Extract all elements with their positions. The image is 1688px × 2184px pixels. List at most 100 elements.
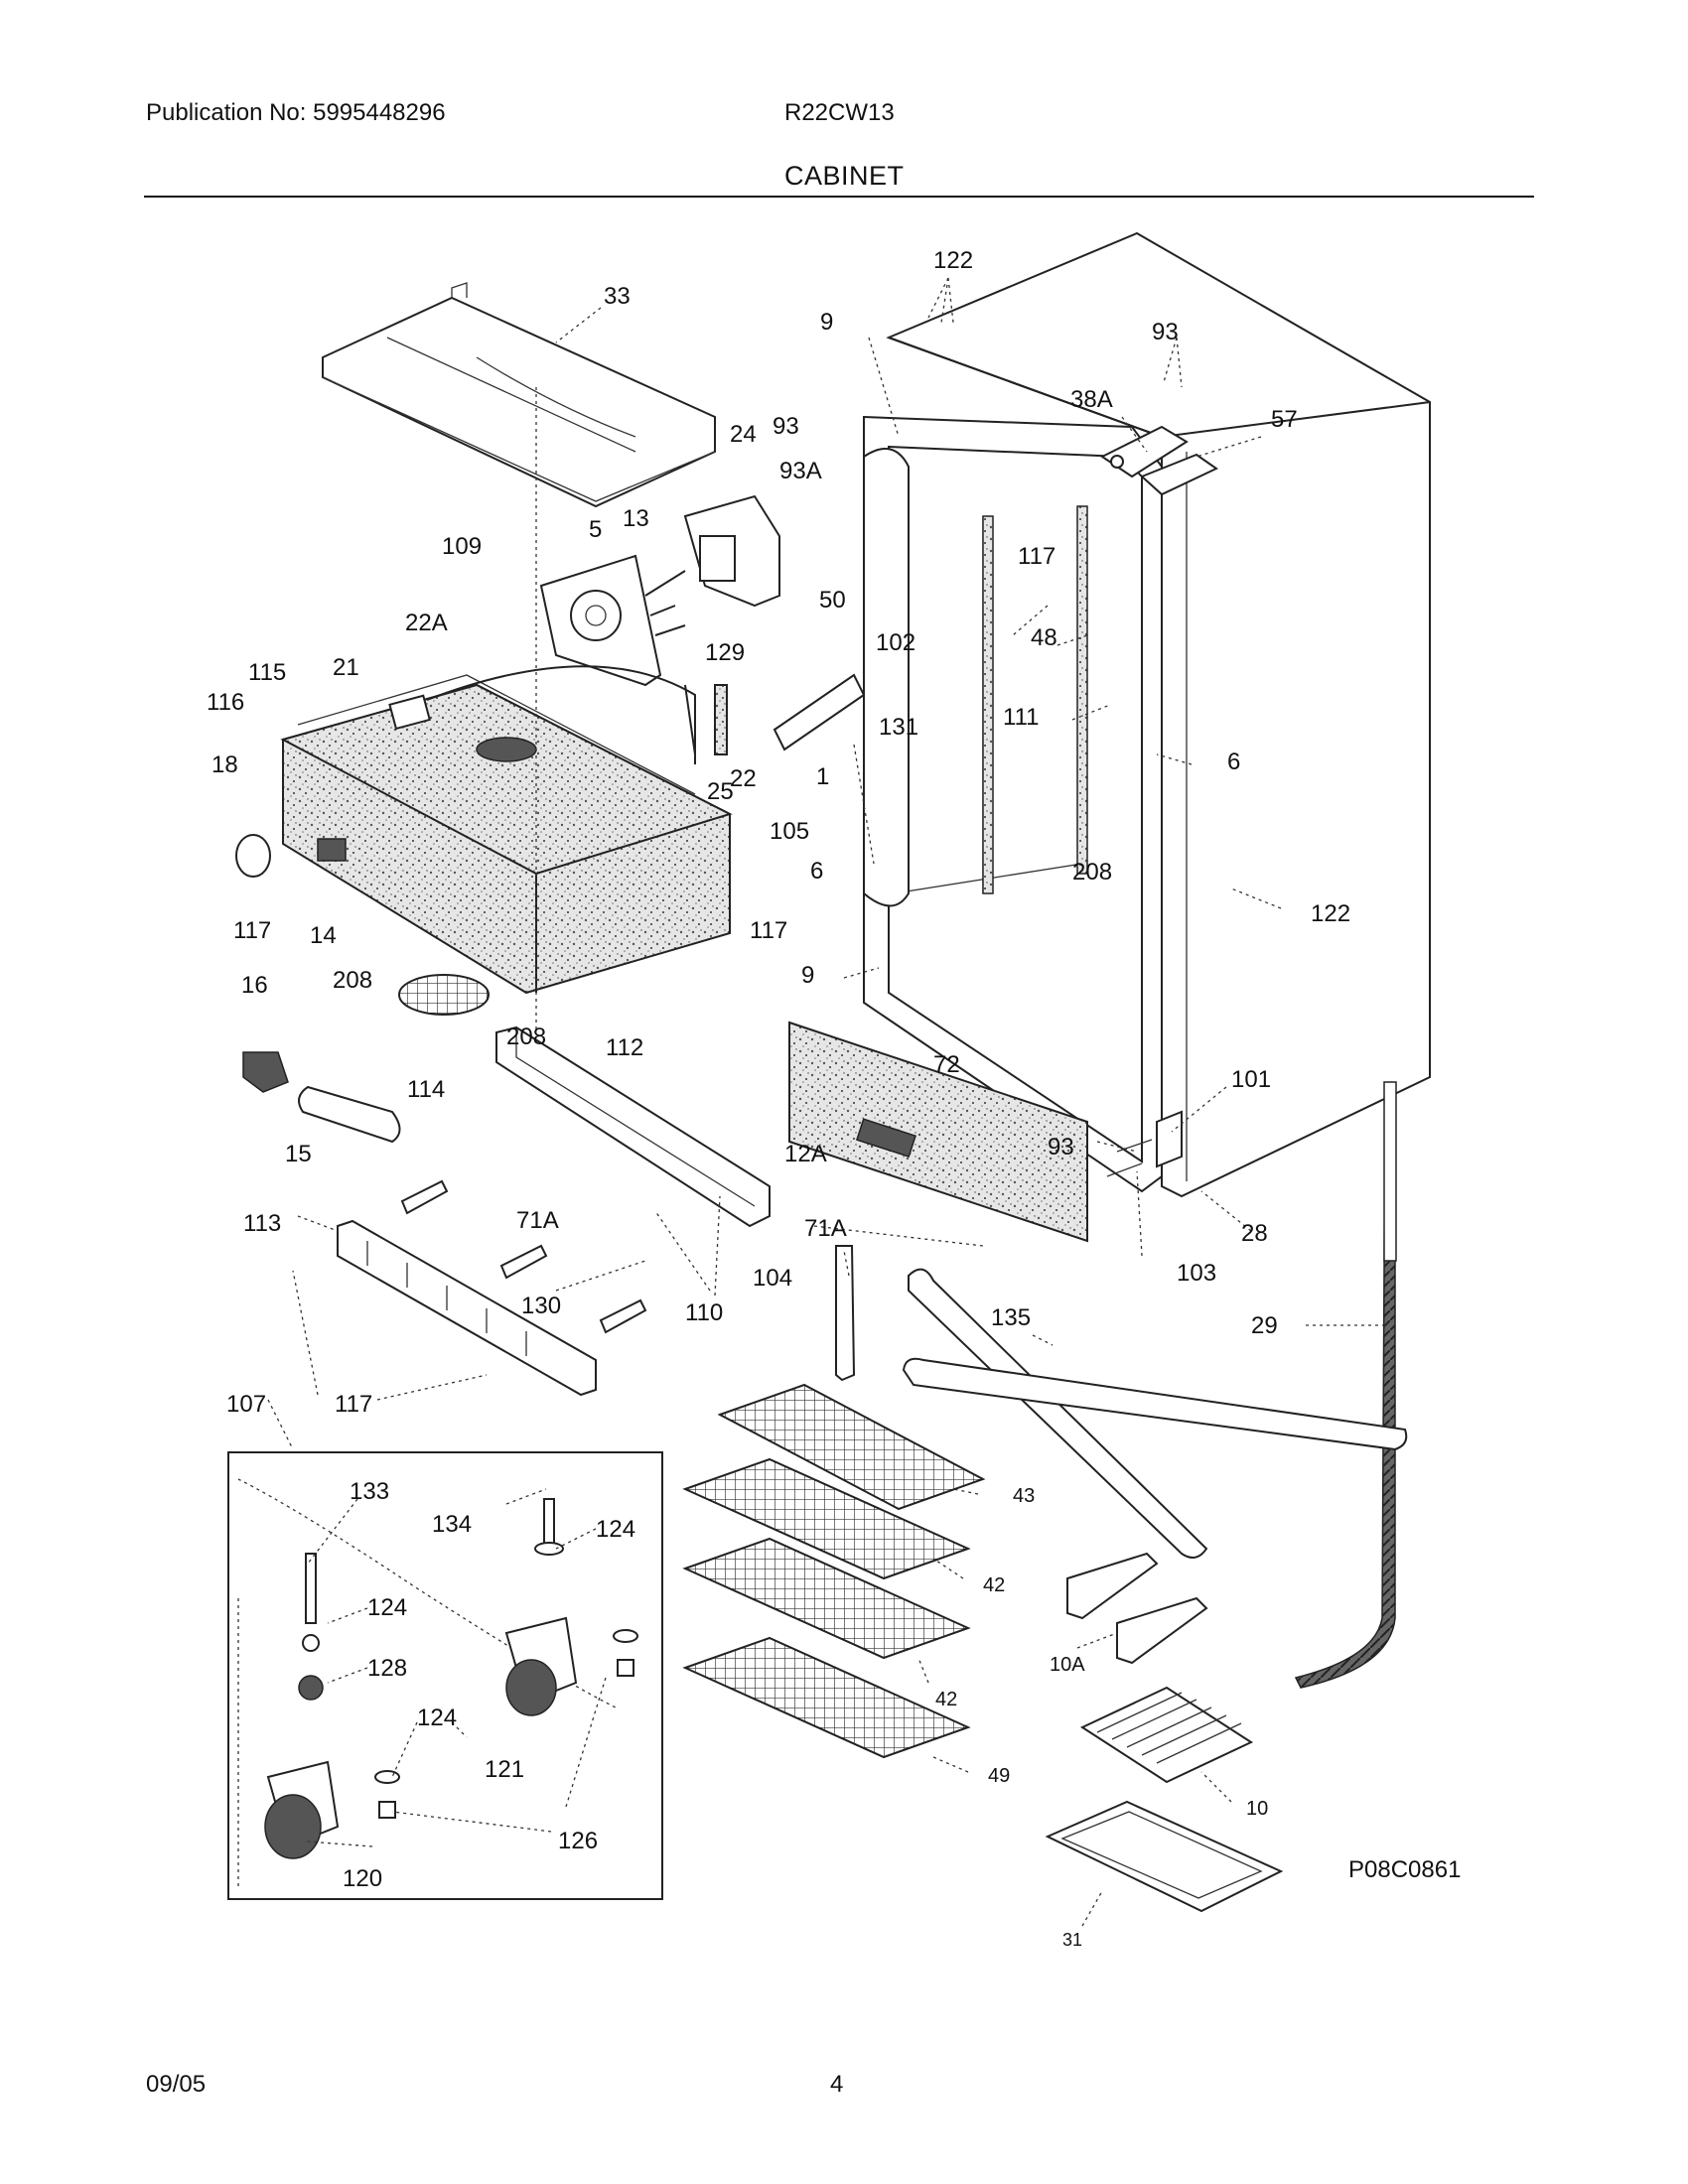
- fan-motor-part-13: [644, 494, 780, 636]
- callout-103: 103: [1177, 1260, 1216, 1287]
- callout-16: 16: [241, 972, 268, 999]
- drain-pan-part-31: [1045, 1800, 1284, 1913]
- wire-harness-part-22A: [426, 665, 696, 764]
- callout-6: 6: [810, 858, 823, 885]
- callout-104: 104: [753, 1265, 792, 1292]
- callout-133: 133: [350, 1478, 389, 1505]
- filter-part-114: [398, 974, 490, 1016]
- callout-131: 131: [879, 714, 918, 741]
- callout-25: 25: [707, 778, 734, 805]
- callout-48: 48: [1031, 624, 1057, 651]
- callout-126: 126: [558, 1828, 598, 1854]
- callout-22: 22: [730, 765, 757, 792]
- callout-117: 117: [335, 1391, 372, 1418]
- callout-42: 42: [983, 1574, 1005, 1596]
- bracket-part-10A: [1066, 1552, 1208, 1665]
- callout-109: 109: [442, 533, 482, 560]
- callout-18: 18: [211, 751, 238, 778]
- thermostat-part-14: [317, 838, 347, 862]
- callout-5: 5: [589, 516, 602, 543]
- callout-120: 120: [343, 1865, 382, 1892]
- callout-124: 124: [367, 1594, 407, 1621]
- callout-71A: 71A: [516, 1207, 559, 1234]
- callout-9: 9: [820, 309, 833, 336]
- callout-134: 134: [432, 1511, 472, 1538]
- callout-129: 129: [705, 639, 745, 666]
- callout-122: 122: [933, 247, 973, 274]
- callout-115: 115: [248, 659, 286, 686]
- callout-93: 93: [1048, 1134, 1074, 1160]
- wire-shelf-part-42-a: [682, 1457, 971, 1580]
- callout-49: 49: [988, 1765, 1010, 1787]
- grille-part-113: [337, 1219, 597, 1397]
- callout-101: 101: [1231, 1066, 1271, 1093]
- wire-shelf-part-43: [717, 1383, 986, 1511]
- screws: [400, 1179, 647, 1334]
- callout-93: 93: [1152, 319, 1179, 345]
- drain-tube-part-29: [1383, 1081, 1397, 1262]
- callout-12A: 12A: [784, 1141, 827, 1167]
- callout-21: 21: [333, 654, 359, 681]
- callout-110: 110: [685, 1299, 723, 1326]
- diagram-code: P08C0861: [1348, 1856, 1462, 1883]
- drain-trough-part-104: [835, 1245, 856, 1382]
- publication-number: Publication No: 5995448296: [146, 99, 446, 126]
- header-rule: [144, 196, 1534, 198]
- callout-50: 50: [819, 587, 846, 614]
- callout-124: 124: [596, 1516, 635, 1543]
- callout-72: 72: [933, 1051, 960, 1078]
- callout-208: 208: [506, 1024, 546, 1050]
- bracket-part-1: [684, 673, 866, 755]
- footer-date: 09/05: [146, 2071, 207, 2098]
- callout-labels: 122 33 9 93 38A 57 24 93 93A 5 13 109 50…: [207, 247, 1350, 1950]
- callout-9: 9: [801, 962, 814, 989]
- heater-strip-part-131: [1076, 505, 1088, 875]
- leader-lines: [267, 277, 1385, 1927]
- callout-10: 10: [1246, 1798, 1268, 1820]
- callout-128: 128: [367, 1655, 407, 1682]
- model-number: R22CW13: [784, 99, 895, 126]
- brace-bars-part-135: [902, 1268, 1408, 1559]
- callout-22A: 22A: [405, 610, 448, 636]
- callout-57: 57: [1271, 406, 1298, 433]
- callout-102: 102: [876, 629, 915, 656]
- page-number: 4: [830, 2071, 844, 2098]
- fan-shroud-part-109: [539, 554, 662, 687]
- bottom-hinge-part-101: [1106, 1110, 1183, 1177]
- top-cover-part-33: [322, 282, 716, 508]
- callout-112: 112: [606, 1034, 643, 1061]
- top-hinge-part-38A: [1100, 425, 1218, 496]
- callout-42: 42: [935, 1689, 957, 1710]
- wire-shelf-part-42-b: [682, 1537, 971, 1660]
- callout-135: 135: [991, 1304, 1031, 1331]
- callout-43: 43: [1013, 1485, 1035, 1507]
- callout-116: 116: [207, 689, 244, 716]
- callout-208: 208: [1072, 859, 1112, 886]
- callout-114: 114: [407, 1076, 445, 1103]
- callout-13: 13: [623, 505, 649, 532]
- callout-130: 130: [521, 1293, 561, 1319]
- light-socket-part-16: [242, 1051, 289, 1093]
- callout-117: 117: [233, 917, 271, 944]
- light-bulb-part-15: [298, 1085, 401, 1144]
- callout-113: 113: [243, 1210, 281, 1237]
- defrost-heater-part-10: [1079, 1686, 1254, 1784]
- callout-111: 111: [1003, 704, 1039, 731]
- callout-93: 93: [773, 413, 799, 440]
- callout-124: 124: [417, 1705, 457, 1731]
- callout-105: 105: [770, 818, 809, 845]
- callout-31: 31: [1062, 1930, 1082, 1950]
- callout-122: 122: [1311, 900, 1350, 927]
- callout-29: 29: [1251, 1312, 1278, 1339]
- defrost-timer-part-21: [388, 694, 431, 731]
- callout-15: 15: [285, 1141, 312, 1167]
- kickplate-part-72: [788, 1021, 1088, 1243]
- callout-28: 28: [1241, 1220, 1268, 1247]
- callout-71A: 71A: [804, 1215, 847, 1242]
- wire-shelf-part-49: [682, 1636, 971, 1759]
- heater-strip-part-102: [982, 515, 994, 894]
- callout-93A: 93A: [779, 458, 822, 484]
- light-shield-part-110: [495, 1025, 771, 1228]
- callout-121: 121: [485, 1756, 524, 1783]
